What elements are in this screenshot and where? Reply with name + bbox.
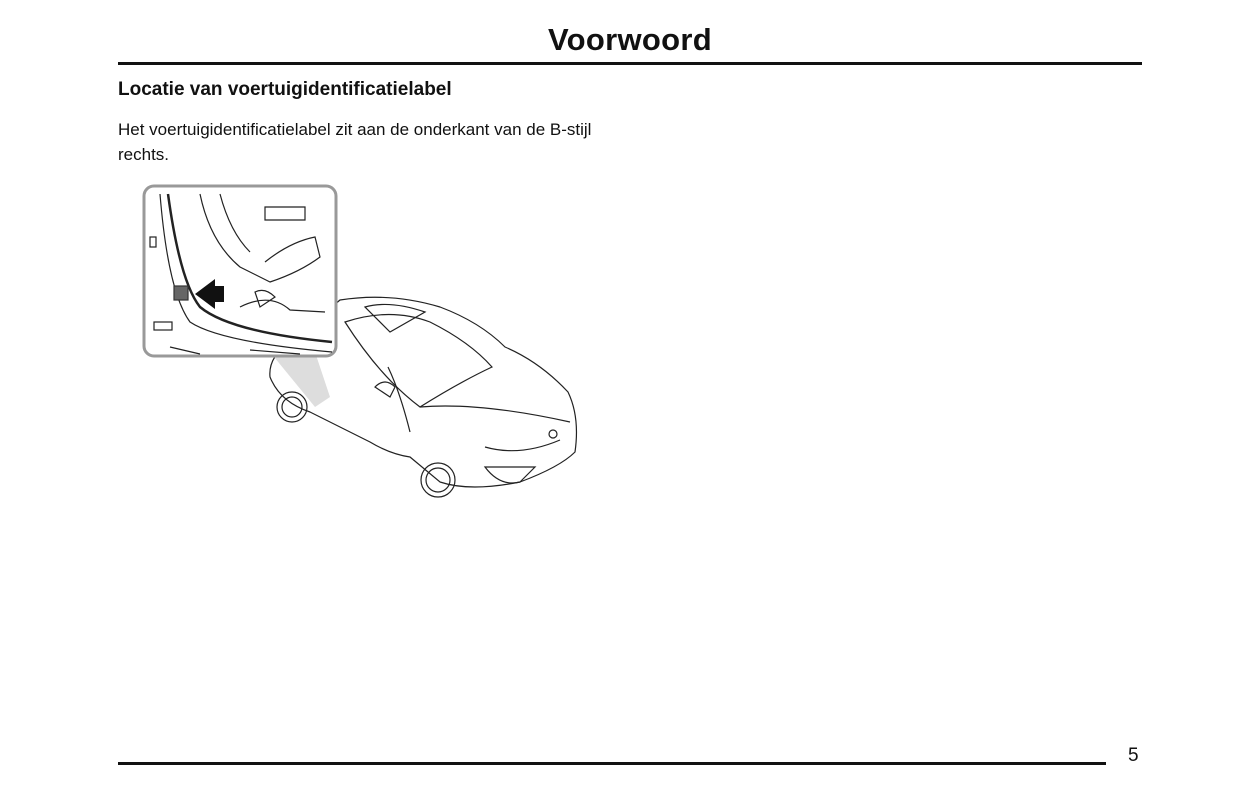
page-title: Voorwoord [548,22,712,57]
arrow-left-icon [195,279,224,309]
section-body: Het voertuigidentificatielabel zit aan d… [118,120,592,164]
inset-b-pillar-detail [142,184,338,358]
page-number: 5 [1128,745,1139,766]
section-heading: Locatie van voertuigidentificatielabel [118,79,452,100]
vehicle-id-label-illustration [140,182,590,522]
header-divider [118,62,1142,65]
footer-divider [118,762,1106,765]
